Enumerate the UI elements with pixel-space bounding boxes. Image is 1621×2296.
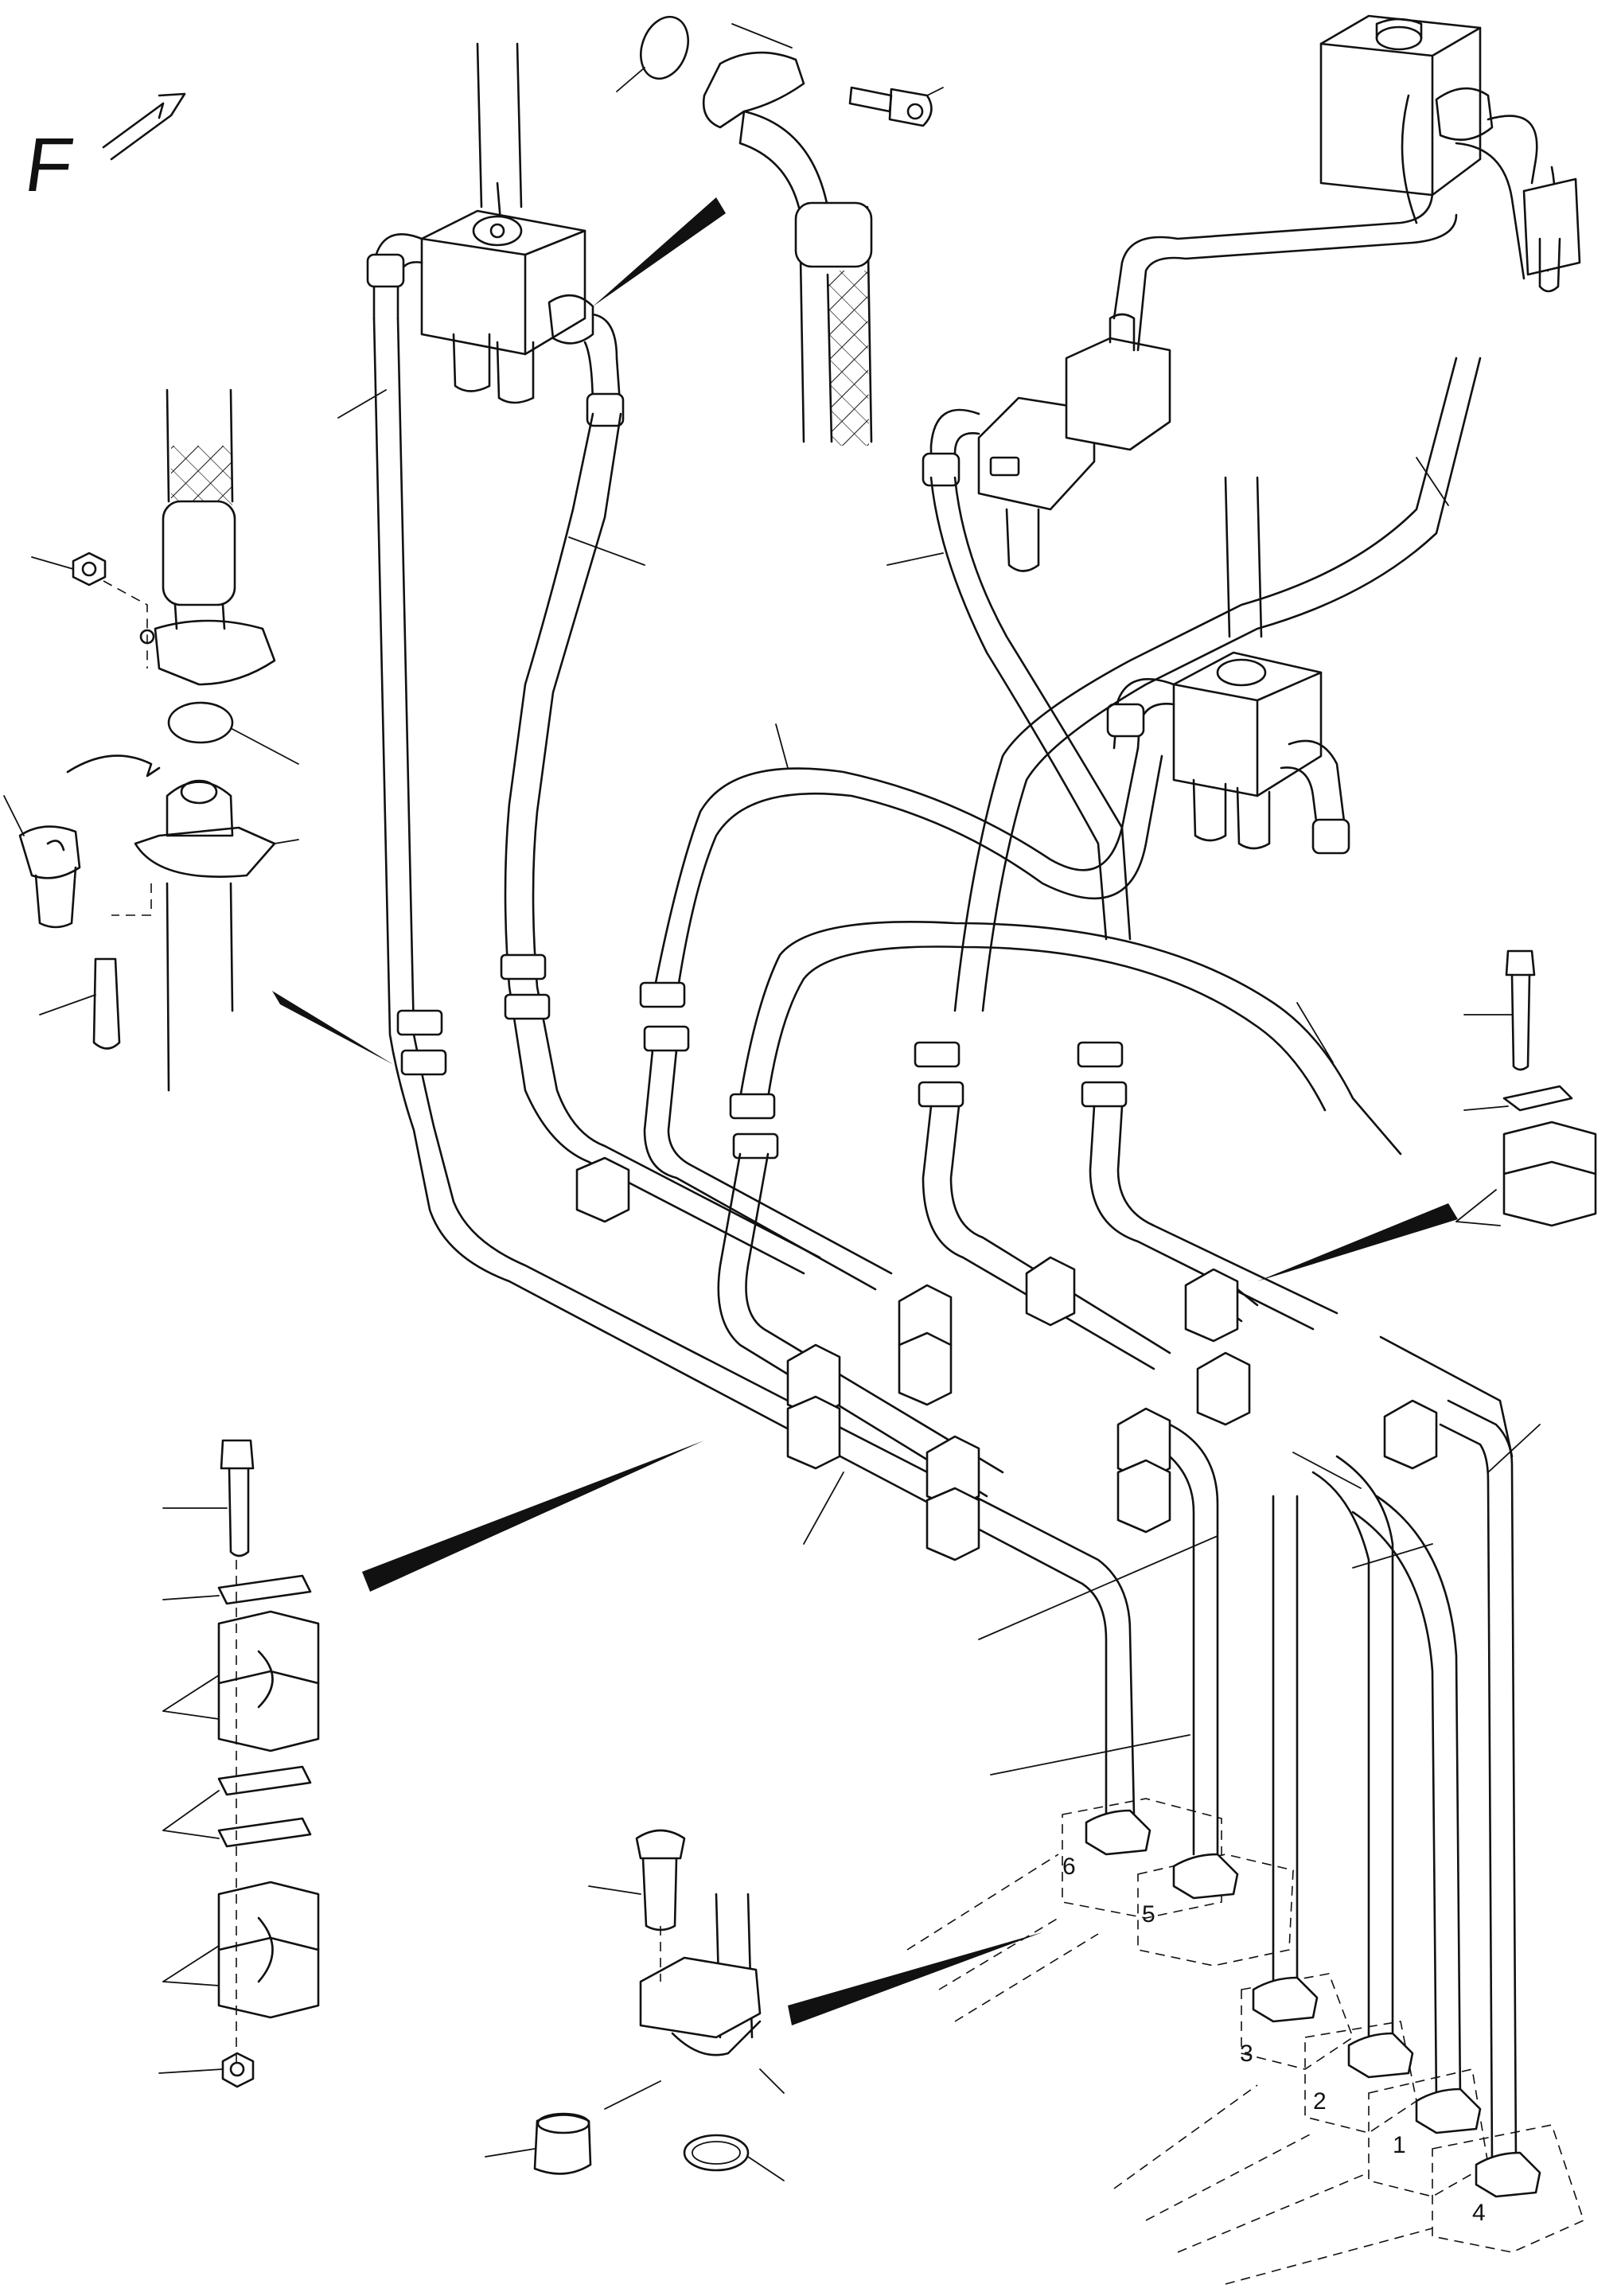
clamp-plate-right [1502, 1085, 1573, 1112]
clamp-6 [925, 1435, 980, 1561]
o-ring-bottom [683, 2134, 750, 2172]
clamp-9 [1383, 1399, 1438, 1470]
clamp-4 [1184, 1268, 1239, 1343]
pointer-wedge-4 [362, 1440, 704, 1592]
o-ring-top [640, 15, 689, 80]
front-direction-indicator: F [20, 92, 186, 208]
flange-left-upper [154, 619, 276, 686]
clamp-blocks [575, 1156, 1438, 1561]
port-fitting-detail-bottom [485, 1829, 785, 2181]
rotate-arrow-icon [66, 754, 161, 778]
valve-block-center-upper [922, 189, 1458, 572]
pointer-wedges [272, 197, 1458, 2025]
leader-lines [337, 389, 1541, 1776]
flange-left-lower [134, 826, 276, 878]
hose-fitting-detail-left [3, 388, 299, 1092]
port-number-4: 4 [1472, 2200, 1486, 2226]
hose-flange-detail-top [616, 15, 944, 446]
pointer-wedge-1 [593, 197, 726, 306]
arrow-icon [102, 92, 186, 161]
clamp-plate-3 [217, 1817, 312, 1848]
valve-block-top-right [1319, 14, 1581, 293]
valve-block-left [366, 42, 625, 427]
pointer-wedge-3 [1257, 1203, 1458, 1281]
plug-left [18, 825, 81, 929]
bolt-right [1505, 949, 1536, 1071]
valve-port-blocks: 6 5 3 2 1 4 [906, 1798, 1584, 2285]
port-number-2: 2 [1313, 2088, 1327, 2115]
valve-block-center [1106, 476, 1350, 855]
o-ring-left [167, 701, 234, 744]
port-flange-1 [1415, 2087, 1482, 2134]
clamp-3 [1025, 1256, 1076, 1327]
clamp-7 [1116, 1407, 1171, 1534]
port-number-5: 5 [1142, 1901, 1155, 1928]
clamp-1 [575, 1156, 630, 1223]
split-flange-top [702, 51, 805, 129]
clamp-8 [1196, 1351, 1251, 1426]
nut-left-lower [221, 2052, 255, 2088]
port-number-6: 6 [1062, 1854, 1076, 1880]
port-flange-2 [1347, 2032, 1414, 2079]
port-flange-3 [1252, 1976, 1319, 2023]
port-number-3: 3 [1240, 2041, 1253, 2067]
pointer-wedge-2 [272, 991, 394, 1065]
plug-bottom [533, 2112, 592, 2175]
clamp-half-2 [217, 1670, 320, 1752]
port-flange-6 [1085, 1809, 1151, 1856]
clamp-stack-left [158, 1439, 320, 2088]
pointer-wedge-5 [788, 1932, 1042, 2025]
clamp-plate-2 [217, 1765, 312, 1796]
bolt-left-lower [220, 1439, 255, 1557]
clamp-half-4 [217, 1936, 320, 2019]
hose-runs [372, 317, 1518, 2166]
nut-left-upper [72, 552, 107, 587]
port-flange-bottom [639, 1956, 762, 2039]
cap-screw-top [848, 86, 933, 127]
port-number-1: 1 [1393, 2132, 1406, 2158]
port-flange-5 [1172, 1853, 1239, 1900]
clamp-detail-right [1455, 949, 1597, 1227]
clamp-5 [786, 1343, 841, 1470]
bolt-left-upper [92, 957, 121, 1050]
clamp-plate-1 [217, 1574, 312, 1605]
clamp-2 [898, 1284, 953, 1406]
port-flange-4 [1475, 2151, 1541, 2198]
front-label: F [20, 123, 79, 207]
